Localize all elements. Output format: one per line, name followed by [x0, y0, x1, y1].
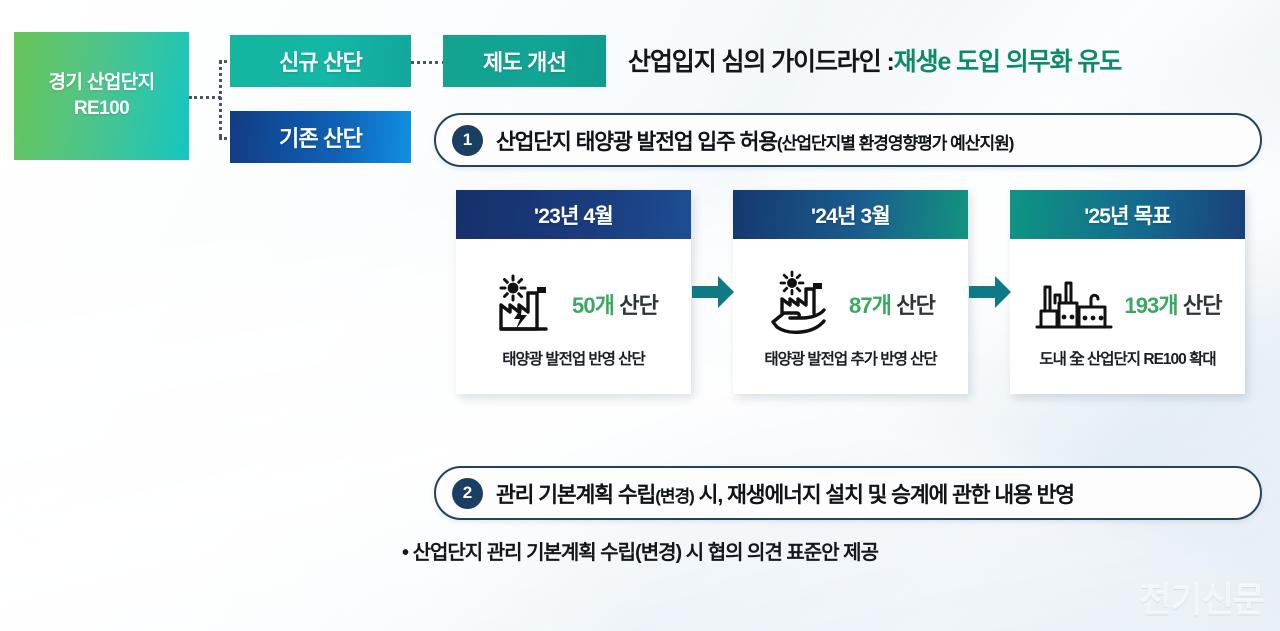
timeline-card-2025-count: 193개: [1124, 292, 1178, 318]
timeline-card-2025-body: 193개 산단 도내 全 산업단지 RE100 확대: [1010, 239, 1245, 394]
timeline-card-2025-metric-row: 193개 산단: [1033, 261, 1223, 347]
timeline-card-2025-metric: 193개 산단: [1124, 288, 1223, 320]
section-2-note: (변경): [655, 486, 695, 506]
timeline-card-2024-header: '24년 3월: [733, 190, 968, 239]
timeline-card-2023-count: 50개: [572, 292, 615, 318]
flow-branch-existing-label: 기존 산단: [278, 126, 363, 151]
connector-new-to-policy: [410, 61, 446, 64]
section-2-number-badge: 2: [452, 477, 483, 509]
section-1-text: 산업단지 태양광 발전업 입주 허용(산업단지별 환경영향평가 예산지원): [496, 125, 1014, 156]
timeline-card-2023-header: '23년 4월: [456, 190, 691, 239]
section-2-title-b: 시, 재생에너지 설치 및 승계에 관한 내용 반영: [693, 482, 1075, 507]
solar-factory-icon: [499, 274, 548, 331]
section-1-bar: 1 산업단지 태양광 발전업 입주 허용(산업단지별 환경영향평가 예산지원): [434, 113, 1262, 167]
section-1-note: (산업단지별 환경영향평가 예산지원): [777, 133, 1014, 153]
headline-prefix: 산업입지 심의 가이드라인 :: [628, 48, 895, 76]
timeline-card-2024-body: 87개 산단 태양광 발전업 추가 반영 산단: [733, 239, 968, 394]
flow-root-box: 경기 산업단지 RE100: [14, 32, 189, 160]
flow-root-label-line2: RE100: [73, 98, 130, 119]
section-1-title: 산업단지 태양광 발전업 입주 허용: [496, 129, 778, 154]
flow-branch-policy-label: 제도 개선: [482, 50, 567, 75]
connector-main-stub: [189, 96, 221, 99]
headline-accent: 재생e 도입 의무화 유도: [893, 48, 1123, 76]
arrow-right-icon-2: [969, 276, 1011, 308]
timeline-card-2024-metric: 87개 산단: [849, 288, 936, 320]
sub-bullet-text: • 산업단지 관리 기본계획 수립(변경) 시 협의 의견 표준안 제공: [402, 542, 879, 564]
section-2-text: 관리 기본계획 수립(변경) 시, 재생에너지 설치 및 승계에 관한 내용 반…: [496, 478, 1075, 509]
timeline-card-2024-metric-row: 87개 산단: [766, 261, 936, 347]
section-2-title-a: 관리 기본계획 수립: [496, 482, 656, 507]
hand-holding-solar-factory-icon: [771, 270, 826, 334]
timeline-card-2023-caption: 태양광 발전업 반영 산단: [502, 350, 646, 368]
timeline-card-2024-count: 87개: [849, 292, 892, 318]
flow-branch-policy-improvement: 제도 개선: [443, 35, 606, 87]
timeline-card-2025-unit: 산단: [1177, 292, 1223, 318]
timeline-card-2024-caption: 태양광 발전업 추가 반영 산단: [764, 350, 937, 368]
headline: 산업입지 심의 가이드라인 :재생e 도입 의무화 유도: [628, 42, 1123, 78]
timeline-card-2023-body: 50개 산단 태양광 발전업 반영 산단: [456, 239, 691, 394]
flow-branch-new-label: 신규 산단: [278, 50, 363, 75]
timeline-card-2023: '23년 4월: [456, 190, 691, 394]
timeline-card-2025-header: '25년 목표: [1010, 190, 1245, 239]
watermark-logo: 전기신문: [1139, 581, 1265, 620]
flow-root-label-line1: 경기 산업단지: [48, 72, 156, 94]
section-2-bar: 2 관리 기본계획 수립(변경) 시, 재생에너지 설치 및 승계에 관한 내용…: [434, 466, 1262, 520]
section-1-number-badge: 1: [452, 124, 483, 156]
timeline-card-2023-unit: 산단: [614, 292, 659, 318]
flow-branch-existing-industrial-park: 기존 산단: [230, 111, 411, 163]
timeline-card-2025: '25년 목표: [1010, 190, 1245, 394]
timeline-card-2023-metric-row: 50개 산단: [489, 261, 659, 347]
timeline-card-2025-caption: 도내 全 산업단지 RE100 확대: [1039, 350, 1216, 368]
arrow-right-icon-1: [692, 276, 734, 308]
flow-branch-new-industrial-park: 신규 산단: [230, 35, 411, 87]
connector-vertical-split: [219, 60, 222, 138]
timeline-card-2024: '24년 3월: [733, 190, 968, 394]
industrial-complex-icon: [1035, 281, 1113, 328]
timeline-card-2024-unit: 산단: [891, 292, 936, 318]
timeline-card-2023-metric: 50개 산단: [572, 288, 659, 320]
